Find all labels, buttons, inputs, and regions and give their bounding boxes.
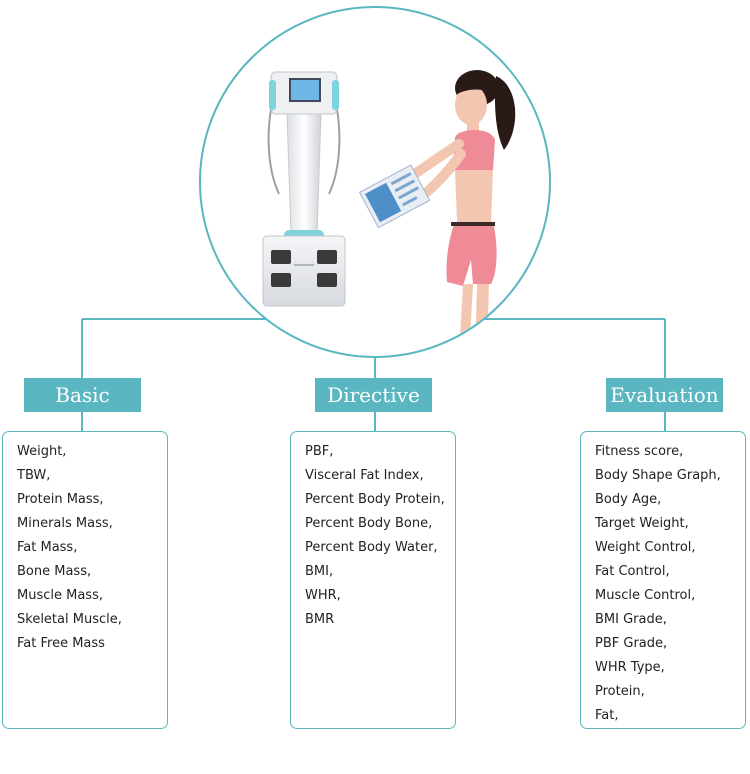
category-box-evaluation: Fitness score, Body Shape Graph, Body Ag… <box>580 431 746 729</box>
list-item: Percent Body Bone, <box>305 516 433 531</box>
list-item: WHR Type, <box>595 660 665 675</box>
list-item: Protein Mass, <box>17 492 104 507</box>
list-item: Target Weight, <box>595 516 689 531</box>
list-item: Body Shape Graph, <box>595 468 721 483</box>
category-label-basic: Basic <box>24 378 141 412</box>
list-item: Protein, <box>595 684 645 699</box>
hero-circle <box>199 6 551 358</box>
list-item: TBW, <box>17 468 51 483</box>
list-item: BMI Grade, <box>595 612 667 627</box>
list-item: Fat Mass, <box>17 540 78 555</box>
list-item: Fat Control, <box>595 564 670 579</box>
list-item: Fat, <box>595 708 619 723</box>
category-label-evaluation: Evaluation <box>606 378 723 412</box>
hero-illustration <box>262 70 516 356</box>
list-item: Fat Free Mass <box>17 636 105 651</box>
list-item: WHR, <box>305 588 341 603</box>
list-item: Minerals Mass, <box>17 516 113 531</box>
list-item: Percent Body Water, <box>305 540 438 555</box>
list-item: Fitness score, <box>595 444 684 459</box>
basic-list: Weight, TBW, Protein Mass, Minerals Mass… <box>17 440 155 656</box>
list-item: Visceral Fat Index, <box>305 468 424 483</box>
list-item: Muscle Control, <box>595 588 696 603</box>
list-item: Muscle Mass, <box>17 588 103 603</box>
category-box-directive: PBF, Visceral Fat Index, Percent Body Pr… <box>290 431 456 729</box>
list-item: Body Age, <box>595 492 662 507</box>
list-item: Skeletal Muscle, <box>17 612 122 627</box>
list-item: BMI, <box>305 564 334 579</box>
category-label-directive: Directive <box>315 378 432 412</box>
analyzer-device-icon <box>262 71 346 307</box>
list-item: Percent Body Protein, <box>305 492 445 507</box>
list-item: PBF Grade, <box>595 636 668 651</box>
list-item: Weight, <box>17 444 67 459</box>
directive-list: PBF, Visceral Fat Index, Percent Body Pr… <box>305 440 445 632</box>
evaluation-list: Fitness score, Body Shape Graph, Body Ag… <box>595 440 733 728</box>
woman-with-report-icon <box>358 70 516 356</box>
list-item: PBF, <box>305 444 334 459</box>
list-item: Bone Mass, <box>17 564 92 579</box>
list-item: Weight Control, <box>595 540 696 555</box>
category-box-basic: Weight, TBW, Protein Mass, Minerals Mass… <box>2 431 168 729</box>
list-item: BMR <box>305 612 335 627</box>
